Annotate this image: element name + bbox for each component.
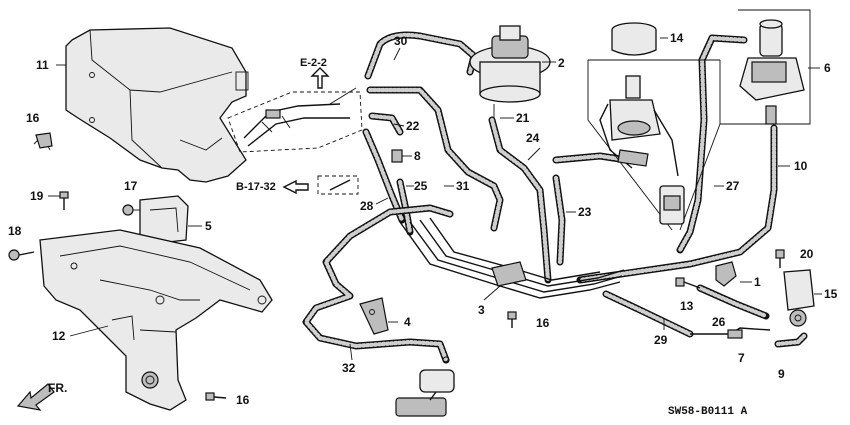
pipe-assembly bbox=[399, 217, 625, 299]
part-label-10: 10 bbox=[794, 159, 808, 173]
part-label-22: 21 bbox=[516, 111, 530, 125]
part-label-2: 2 bbox=[558, 56, 565, 70]
part-label-24: 23 bbox=[578, 205, 592, 219]
part-label-25: 24 bbox=[526, 131, 540, 145]
bolt-part bbox=[8, 249, 35, 261]
part-label-31: 30 bbox=[394, 34, 408, 48]
part-label-27: 26 bbox=[712, 315, 726, 329]
part-label-15: 15 bbox=[824, 287, 838, 301]
part-label-4: 4 bbox=[404, 315, 411, 329]
part-label-21: 20 bbox=[800, 247, 814, 261]
sensor-clip-part bbox=[33, 132, 53, 151]
purge-solenoid-part bbox=[599, 75, 679, 177]
front-direction-arrow bbox=[16, 383, 55, 411]
part-label-8: 8 bbox=[414, 149, 421, 163]
arrow-left-icon bbox=[282, 179, 309, 195]
vacuum-actuator-part bbox=[469, 25, 551, 118]
bolt-part bbox=[59, 191, 69, 210]
detail-reference-box bbox=[317, 175, 359, 195]
part-label-11: 11 bbox=[36, 58, 49, 72]
part-label-19: 18 bbox=[8, 224, 22, 238]
cover-part bbox=[65, 27, 249, 183]
bolt-part bbox=[507, 311, 517, 328]
reference-left: B-17-32 bbox=[236, 181, 276, 193]
part-label-23: 22 bbox=[406, 119, 420, 133]
arrow-up-icon bbox=[310, 67, 330, 89]
bolt-part bbox=[775, 249, 785, 268]
part-label-3: 3 bbox=[478, 303, 485, 317]
part-label-12: 12 bbox=[52, 329, 66, 343]
part-label-5: 5 bbox=[205, 219, 212, 233]
part-label-16-center: 16 bbox=[536, 316, 550, 330]
bolt-part bbox=[675, 277, 701, 289]
part-label-9: 9 bbox=[778, 367, 785, 381]
hose-clamp-bracket-part bbox=[359, 297, 389, 335]
part-label-29: 28 bbox=[360, 199, 374, 213]
part-label-33: 32 bbox=[342, 361, 356, 375]
clip-part bbox=[715, 261, 737, 287]
part-label-16-lower: 16 bbox=[236, 393, 250, 407]
reference-top: E-2-2 bbox=[300, 57, 327, 69]
part-label-20: 19 bbox=[30, 189, 44, 203]
part-label-28: 27 bbox=[726, 179, 740, 193]
cap-part bbox=[611, 22, 657, 56]
part-label-32: 31 bbox=[456, 179, 470, 193]
part-label-18: 17 bbox=[124, 179, 138, 193]
part-label-14: 14 bbox=[670, 31, 684, 45]
part-label-26: 25 bbox=[414, 179, 428, 193]
bolt-part bbox=[205, 392, 227, 401]
solenoid-assembly bbox=[587, 9, 811, 231]
part-label-7: 7 bbox=[738, 351, 745, 365]
part-label-6: 6 bbox=[824, 61, 831, 75]
joint-part bbox=[391, 149, 403, 163]
nut-part bbox=[122, 204, 144, 216]
part-label-30: 29 bbox=[654, 333, 668, 347]
joint-part bbox=[690, 327, 771, 339]
part-label-13: 13 bbox=[680, 299, 694, 313]
direction-label: FR. bbox=[48, 381, 67, 395]
part-label-1: 1 bbox=[754, 275, 761, 289]
drawing-code: SW58-B0111 A bbox=[668, 406, 748, 418]
map-sensor-part bbox=[783, 269, 815, 327]
part-label-17: 16 bbox=[26, 111, 40, 125]
main-bracket-part bbox=[39, 229, 273, 411]
connector-part bbox=[659, 185, 685, 225]
control-valve-part bbox=[395, 356, 455, 417]
detail-region bbox=[227, 91, 363, 153]
